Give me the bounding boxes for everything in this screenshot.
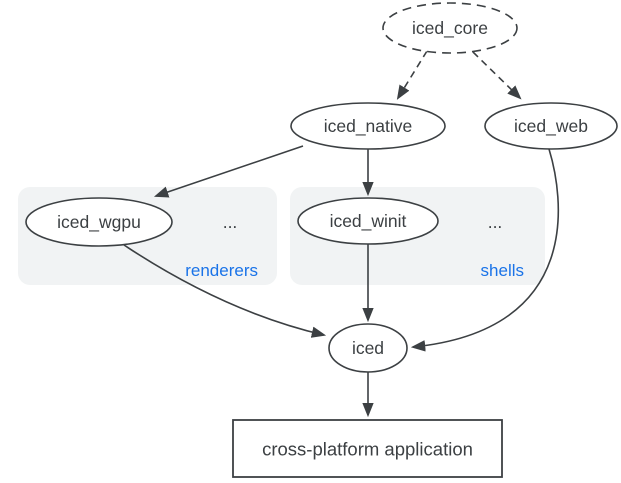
node-application: cross-platform application	[232, 419, 503, 478]
application-rect	[232, 419, 503, 478]
node-iced_wgpu: iced_wgpu	[25, 197, 173, 247]
node-iced_web: iced_web	[484, 102, 618, 150]
node-iced_winit: iced_winit	[297, 197, 439, 245]
iced_winit-ellipse	[297, 197, 439, 245]
iced_web-ellipse	[484, 102, 618, 150]
iced_winit-label: iced_winit	[330, 211, 407, 232]
node-iced: iced	[328, 323, 408, 373]
iced-ellipse	[328, 323, 408, 373]
shells-ellipsis: ...	[488, 212, 503, 232]
iced_wgpu-label: iced_wgpu	[57, 212, 141, 233]
node-iced_native: iced_native	[290, 102, 446, 150]
iced_wgpu-ellipse	[25, 197, 173, 247]
iced_core-ellipse	[382, 2, 518, 54]
edge-iced_web-iced	[410, 148, 560, 352]
iced_web-label: iced_web	[514, 116, 588, 137]
iced_native-ellipse	[290, 102, 446, 150]
node-iced_core: iced_core	[382, 2, 518, 54]
renderers-group-label: renderers	[185, 261, 258, 280]
iced_native-label: iced_native	[324, 116, 413, 137]
edge-iced_wgpu-iced	[123, 244, 327, 338]
edge-iced_core-iced_native	[396, 50, 428, 100]
application-label: cross-platform application	[262, 438, 473, 459]
iced_core-label: iced_core	[412, 18, 488, 39]
iced-label: iced	[352, 338, 384, 358]
renderers-ellipsis: ...	[223, 212, 238, 232]
shells-group-label: shells	[481, 261, 524, 280]
edge-iced_core-iced_web	[472, 51, 522, 100]
edge-iced_native-iced_wgpu	[153, 145, 304, 198]
